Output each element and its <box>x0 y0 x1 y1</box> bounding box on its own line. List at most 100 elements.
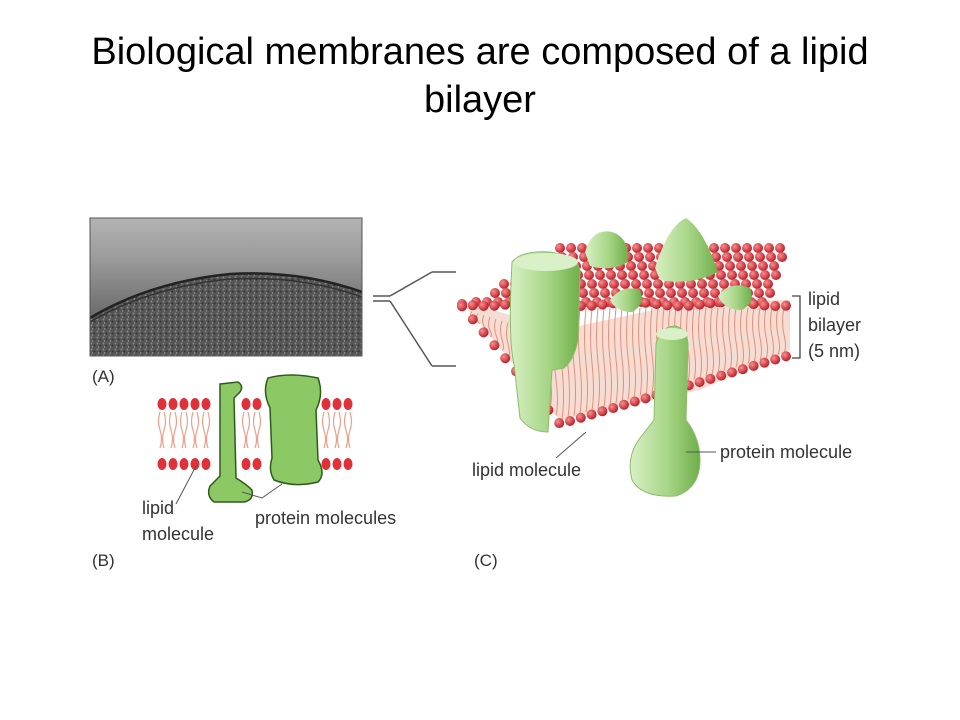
lipid-head <box>769 261 779 271</box>
lipid-head <box>575 412 586 423</box>
lipid-head <box>631 279 641 289</box>
lipid-head <box>731 243 741 253</box>
lipid-tail <box>506 322 510 358</box>
lipid-head <box>720 243 730 253</box>
lipid-head <box>738 270 748 280</box>
b-lipid-label-line1: lipid <box>142 498 174 518</box>
lipid-tail <box>168 411 178 449</box>
lipid-tail <box>190 411 200 449</box>
lipid-tail <box>343 411 353 449</box>
lipid-head <box>343 458 353 470</box>
lipid-head <box>606 270 616 280</box>
lipid-head <box>677 288 687 298</box>
lipid-head <box>554 418 565 429</box>
lipid-head <box>252 398 262 410</box>
lipid-head <box>637 261 647 271</box>
bilayer-bracket <box>792 295 801 359</box>
lipid-head <box>626 261 636 271</box>
lipid-tail <box>734 307 738 368</box>
lipid-head <box>747 261 757 271</box>
lipid-head <box>748 360 759 371</box>
3d-protein-left <box>509 251 581 433</box>
lipid-head <box>179 458 189 470</box>
lipid-head <box>640 393 651 404</box>
c-lipid-label: lipid molecule <box>472 460 581 480</box>
lipid-tail <box>722 307 726 371</box>
lipid-head <box>705 373 716 384</box>
lipid-head <box>168 398 178 410</box>
lipid-head <box>753 243 763 253</box>
lipid-head <box>500 299 511 310</box>
lipid-head <box>584 270 594 280</box>
lipid-head <box>733 252 743 262</box>
lipid-head <box>765 288 775 298</box>
lipid-head <box>252 458 262 470</box>
lipid-head <box>716 270 726 280</box>
lipid-tail <box>596 307 600 409</box>
lipid-tail <box>758 307 762 361</box>
lipid-head <box>737 364 748 375</box>
lipid-head <box>321 398 331 410</box>
lipid-head <box>759 357 770 368</box>
lipid-head <box>332 398 342 410</box>
lipid-head <box>694 299 705 310</box>
lipid-tail <box>476 313 480 325</box>
lipid-head <box>775 243 785 253</box>
lipid-head <box>157 458 167 470</box>
lipid-head <box>655 288 665 298</box>
lipid-head <box>749 270 759 280</box>
lipid-head <box>321 458 331 470</box>
lipid-tail <box>698 307 702 379</box>
lipid-head <box>620 279 630 289</box>
lipid-head <box>651 299 662 310</box>
lipid-tail <box>692 307 696 380</box>
lipid-head <box>168 458 178 470</box>
lipid-head <box>586 300 597 311</box>
lipid-head <box>597 299 608 310</box>
lipid-tail <box>782 307 786 354</box>
lipid-head <box>725 261 735 271</box>
lipid-head <box>764 243 774 253</box>
lipid-tail <box>650 307 654 393</box>
lipid-head <box>595 270 605 280</box>
lipid-head <box>489 300 500 311</box>
lipid-head <box>722 252 732 262</box>
lipid-head <box>758 261 768 271</box>
lipid-head <box>742 243 752 253</box>
lipid-tail <box>584 307 588 413</box>
3d-membrane <box>457 243 791 429</box>
lipid-head <box>639 270 649 280</box>
lipid-tail <box>332 411 342 449</box>
lipid-tail <box>179 411 189 449</box>
lipid-head <box>467 314 478 325</box>
lipid-head <box>683 300 694 311</box>
lipid-head <box>709 243 719 253</box>
lipid-head <box>619 399 629 410</box>
lipid-head <box>587 279 597 289</box>
lipid-head <box>763 279 773 289</box>
lipid-head <box>760 270 770 280</box>
lipid-tail <box>746 307 750 364</box>
lipid-head <box>501 288 511 298</box>
lipid-head <box>190 398 200 410</box>
panel-a-label: (A) <box>92 367 115 386</box>
flat-bilayer <box>157 398 353 470</box>
lipid-head <box>565 416 575 426</box>
panel-c-label: (C) <box>474 551 498 570</box>
lipid-head <box>770 354 781 365</box>
lipid-head <box>755 252 765 262</box>
lipid-head <box>645 252 655 262</box>
lipid-tail <box>252 411 262 449</box>
lipid-head <box>777 252 787 262</box>
lipid-head <box>736 261 746 271</box>
c-bilayer-label-line1: lipid <box>808 289 840 309</box>
lipid-head <box>201 398 211 410</box>
lipid-tail <box>716 307 720 373</box>
lipid-head <box>653 279 663 289</box>
lipid-head <box>716 370 727 381</box>
lipid-head <box>727 270 737 280</box>
3d-protein-bumps <box>585 218 752 312</box>
b-protein-label: protein molecules <box>255 508 396 528</box>
lipid-head <box>771 270 781 280</box>
